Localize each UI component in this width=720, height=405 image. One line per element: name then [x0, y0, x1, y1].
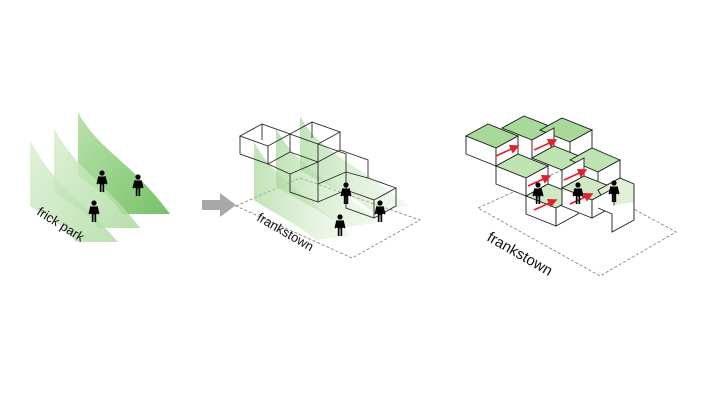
- landscape-layer-front: [30, 140, 118, 242]
- red-arrow-icon: [533, 198, 558, 211]
- landscape-slice: [254, 142, 352, 240]
- red-arrow-icon: [495, 144, 520, 157]
- circulation-arrows: [495, 138, 594, 211]
- panel-frankstown-modules: frankstown: [464, 115, 677, 280]
- panel-frankstown-overlay: frankstown: [235, 116, 421, 259]
- red-arrow-icon: [527, 174, 552, 187]
- panel-frick-park: frick park: [30, 112, 170, 245]
- right-arrow-icon: [202, 193, 236, 217]
- red-arrow-icon: [533, 138, 558, 151]
- red-arrow-icon: [569, 192, 594, 205]
- red-arrow-icon: [563, 168, 588, 181]
- landscape-slice: [300, 116, 410, 212]
- module-grid: [464, 115, 635, 233]
- panel-label-frankstown-modules: frankstown: [484, 229, 555, 280]
- landscape-slice: [276, 128, 380, 228]
- module-wireframe: [238, 121, 397, 219]
